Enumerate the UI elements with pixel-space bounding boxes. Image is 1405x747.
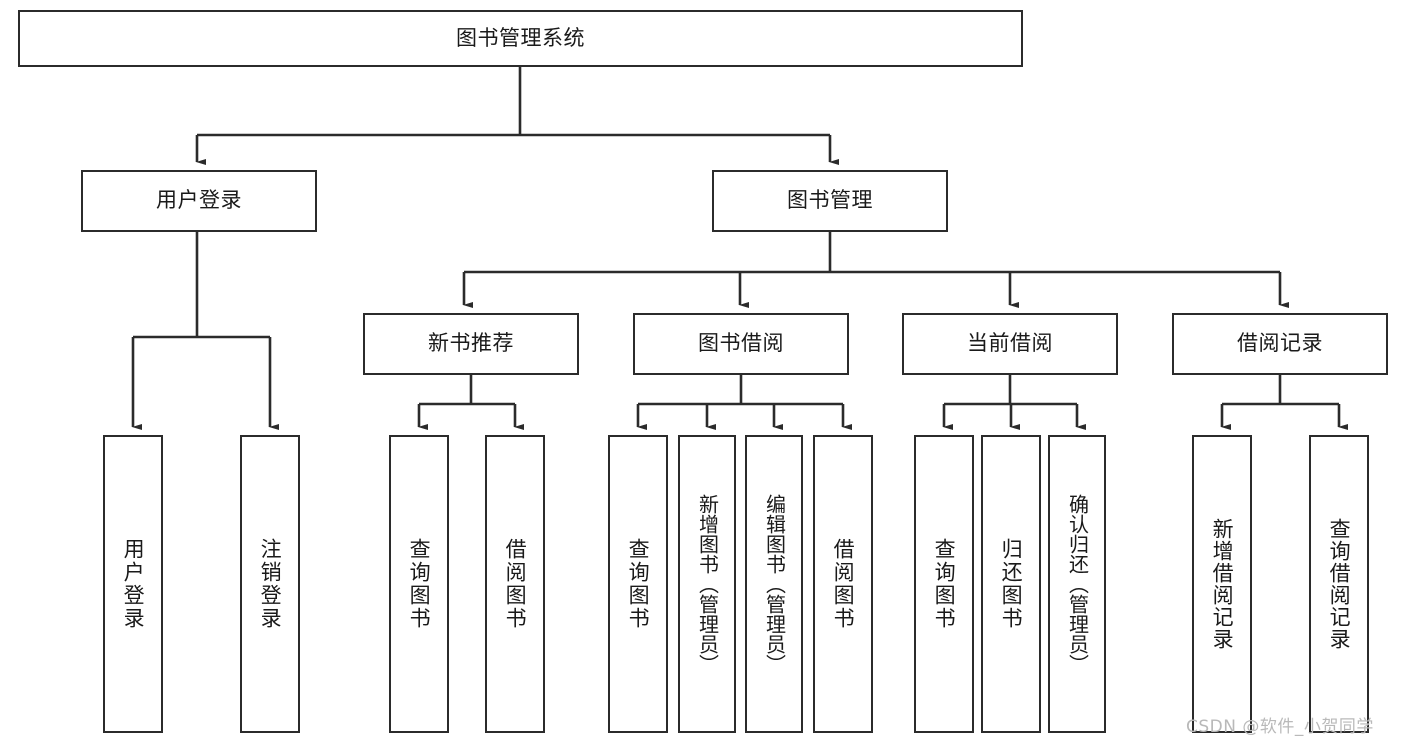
node-label: 查询图书 [932,538,957,630]
node-leaf-borrow-book-recommendation[interactable]: 借阅图书 [485,435,545,733]
node-book-management[interactable]: 图书管理 [712,170,948,232]
node-leaf-user-login[interactable]: 用户登录 [103,435,163,733]
node-label: 新增借阅记录 [1210,518,1235,650]
csdn-watermark: CSDN @软件_小贺同学 [1186,717,1374,737]
node-label: 图书管理 [787,188,873,213]
node-leaf-query-book-recommendation[interactable]: 查询图书 [389,435,449,733]
node-label: 借阅图书 [503,538,528,630]
node-user-login[interactable]: 用户登录 [81,170,317,232]
node-label: 新书推荐 [428,331,514,356]
node-leaf-query-book-borrow[interactable]: 查询图书 [608,435,668,733]
node-label: 图书借阅 [698,331,784,356]
node-label: 借阅图书 [831,538,856,630]
node-label: 当前借阅 [967,331,1053,356]
node-leaf-query-book-current[interactable]: 查询图书 [914,435,974,733]
node-label: 图书管理系统 [456,25,585,50]
node-leaf-edit-book-admin[interactable]: 编辑图书（管理员） [745,435,803,733]
node-label: 注销登录 [258,538,283,630]
node-label: 用户登录 [121,538,146,630]
node-leaf-confirm-return-admin[interactable]: 确认归还（管理员） [1048,435,1106,733]
node-leaf-borrow-book-borrow[interactable]: 借阅图书 [813,435,873,733]
node-label: 归还图书 [999,538,1024,630]
node-leaf-user-logout[interactable]: 注销登录 [240,435,300,733]
node-label: 确认归还（管理员） [1065,494,1090,674]
node-book-borrowing[interactable]: 图书借阅 [633,313,849,375]
node-label: 借阅记录 [1237,331,1323,356]
node-book-management-system[interactable]: 图书管理系统 [18,10,1023,67]
node-label: 查询图书 [407,538,432,630]
node-new-book-recommendation[interactable]: 新书推荐 [363,313,579,375]
node-leaf-query-borrow-record[interactable]: 查询借阅记录 [1309,435,1369,733]
node-label: 用户登录 [156,188,242,213]
node-label: 查询借阅记录 [1327,518,1352,650]
node-label: 新增图书（管理员） [695,494,720,674]
node-leaf-add-book-admin[interactable]: 新增图书（管理员） [678,435,736,733]
node-leaf-return-book[interactable]: 归还图书 [981,435,1041,733]
node-label: 编辑图书（管理员） [762,494,787,674]
node-current-borrowing[interactable]: 当前借阅 [902,313,1118,375]
node-label: 查询图书 [626,538,651,630]
node-leaf-add-borrow-record[interactable]: 新增借阅记录 [1192,435,1252,733]
node-borrowing-record[interactable]: 借阅记录 [1172,313,1388,375]
